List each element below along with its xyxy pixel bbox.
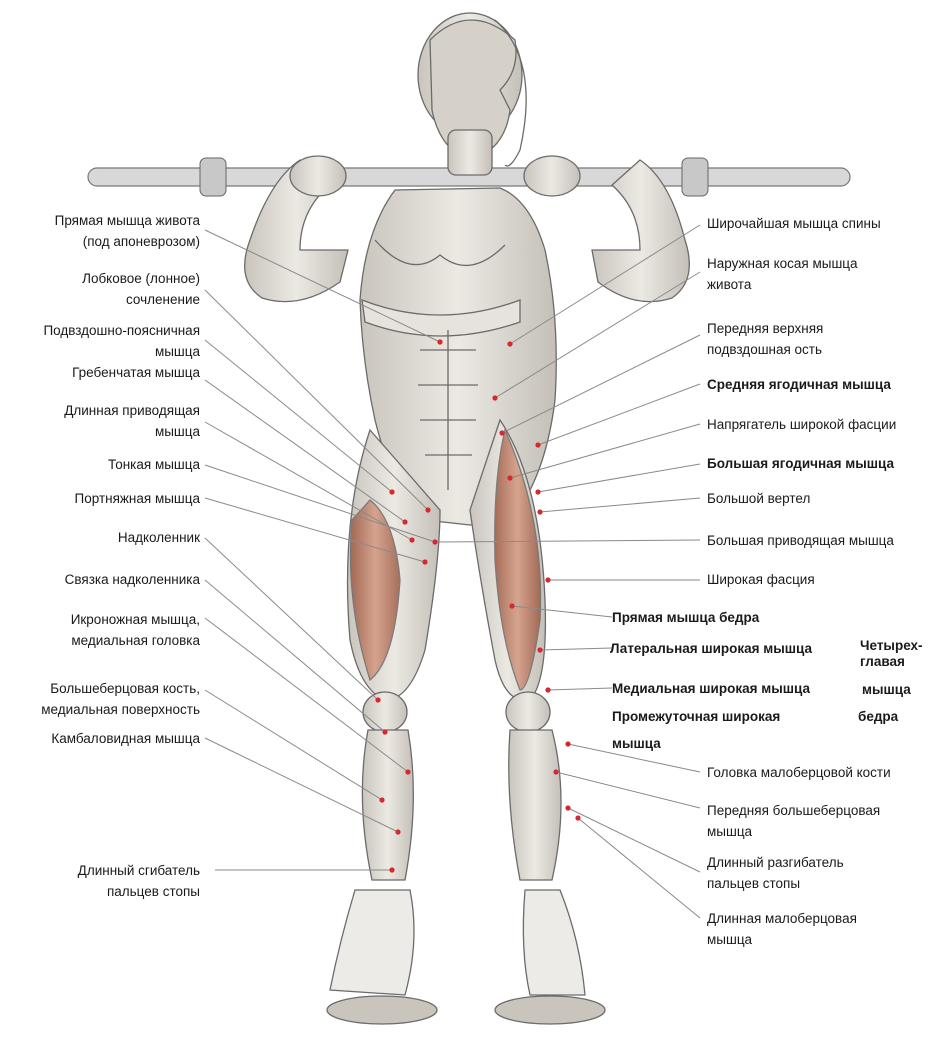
label-iliopsoas: Подвздошно-поясничная мышца <box>43 320 200 362</box>
head <box>418 13 526 175</box>
label-quadriceps-3: мышца <box>862 679 911 700</box>
label-line: сочленение <box>82 289 200 310</box>
label-patella: Надколенник <box>118 527 200 548</box>
label-flexor-digitorum: Длинный сгибатель пальцев стопы <box>78 860 200 902</box>
label-pubic-symphysis: Лобковое (лонное) сочленение <box>82 268 200 310</box>
label-line: Длинный сгибатель <box>78 860 200 881</box>
label-line: Передняя верхняя <box>707 318 823 339</box>
label-peroneus-longus: Длинная малоберцовая мышца <box>707 908 857 950</box>
label-tibia: Большеберцовая кость, медиальная поверхн… <box>41 678 200 720</box>
label-sartorius: Портняжная мышца <box>75 488 200 509</box>
label-line: Большеберцовая кость, <box>41 678 200 699</box>
label-line: Икроножная мышца, <box>71 609 200 630</box>
label-vastus-intermedius-2: мышца <box>612 733 661 754</box>
label-line: пальцев стопы <box>707 873 844 894</box>
label-soleus: Камбаловидная мышца <box>51 728 200 749</box>
label-gracilis: Тонкая мышца <box>108 454 200 475</box>
label-tibialis-anterior: Передняя большеберцовая мышца <box>707 800 880 842</box>
label-line: живота <box>707 274 858 295</box>
label-vastus-medialis: Медиальная широкая мышца <box>612 678 810 699</box>
label-pectineus: Гребенчатая мышца <box>72 362 200 383</box>
label-line: Наружная косая мышца <box>707 253 858 274</box>
label-gluteus-medius: Средняя ягодичная мышца <box>707 374 891 395</box>
label-line: Длинная приводящая <box>64 400 200 421</box>
label-rectus-abdominis: Прямая мышца живота (под апоневрозом) <box>55 210 200 252</box>
label-adductor-longus: Длинная приводящая мышца <box>64 400 200 442</box>
label-line: мышца <box>707 929 857 950</box>
label-gastrocnemius: Икроножная мышца, медиальная головка <box>71 609 200 651</box>
label-line: мышца <box>64 421 200 442</box>
feet <box>327 890 605 1024</box>
label-line: подвздошная ость <box>707 339 823 360</box>
label-line: Длинный разгибатель <box>707 852 844 873</box>
label-external-oblique: Наружная косая мышца живота <box>707 253 858 295</box>
label-line: мышца <box>707 821 880 842</box>
label-line: Четырех- <box>860 638 923 654</box>
label-line: Подвздошно-поясничная <box>43 320 200 341</box>
label-quadriceps-4: бедра <box>858 706 898 727</box>
label-fibula-head: Головка малоберцовой кости <box>707 762 891 783</box>
label-adductor-magnus: Большая приводящая мышца <box>707 530 894 551</box>
label-extensor-digitorum: Длинный разгибатель пальцев стопы <box>707 852 844 894</box>
label-line: Длинная малоберцовая <box>707 908 857 929</box>
label-line: Прямая мышца живота <box>55 210 200 231</box>
label-line: медиальная головка <box>71 630 200 651</box>
label-latissimus: Широчайшая мышца спины <box>707 213 881 234</box>
label-line: медиальная поверхность <box>41 699 200 720</box>
label-tensor-fasciae: Напрягатель широкой фасции <box>707 414 896 435</box>
label-asis: Передняя верхняя подвздошная ость <box>707 318 823 360</box>
label-greater-trochanter: Большой вертел <box>707 488 810 509</box>
label-vastus-intermedius: Промежуточная широкая <box>612 706 780 727</box>
label-line: Лобковое (лонное) <box>82 268 200 289</box>
label-gluteus-maximus: Большая ягодичная мышца <box>707 453 894 474</box>
lower-legs <box>362 692 561 880</box>
label-line: главая <box>860 654 923 670</box>
label-patellar-ligament: Связка надколенника <box>65 569 200 590</box>
label-rectus-femoris: Прямая мышца бедра <box>612 607 759 628</box>
label-line: мышца <box>43 341 200 362</box>
label-line: (под апоневрозом) <box>55 231 200 252</box>
label-quadriceps: Четырех- главая <box>860 638 923 670</box>
label-fascia-lata: Широкая фасция <box>707 569 815 590</box>
label-line: Передняя большеберцовая <box>707 800 880 821</box>
label-line: пальцев стопы <box>78 881 200 902</box>
label-vastus-lateralis: Латеральная широкая мышца <box>610 638 812 659</box>
